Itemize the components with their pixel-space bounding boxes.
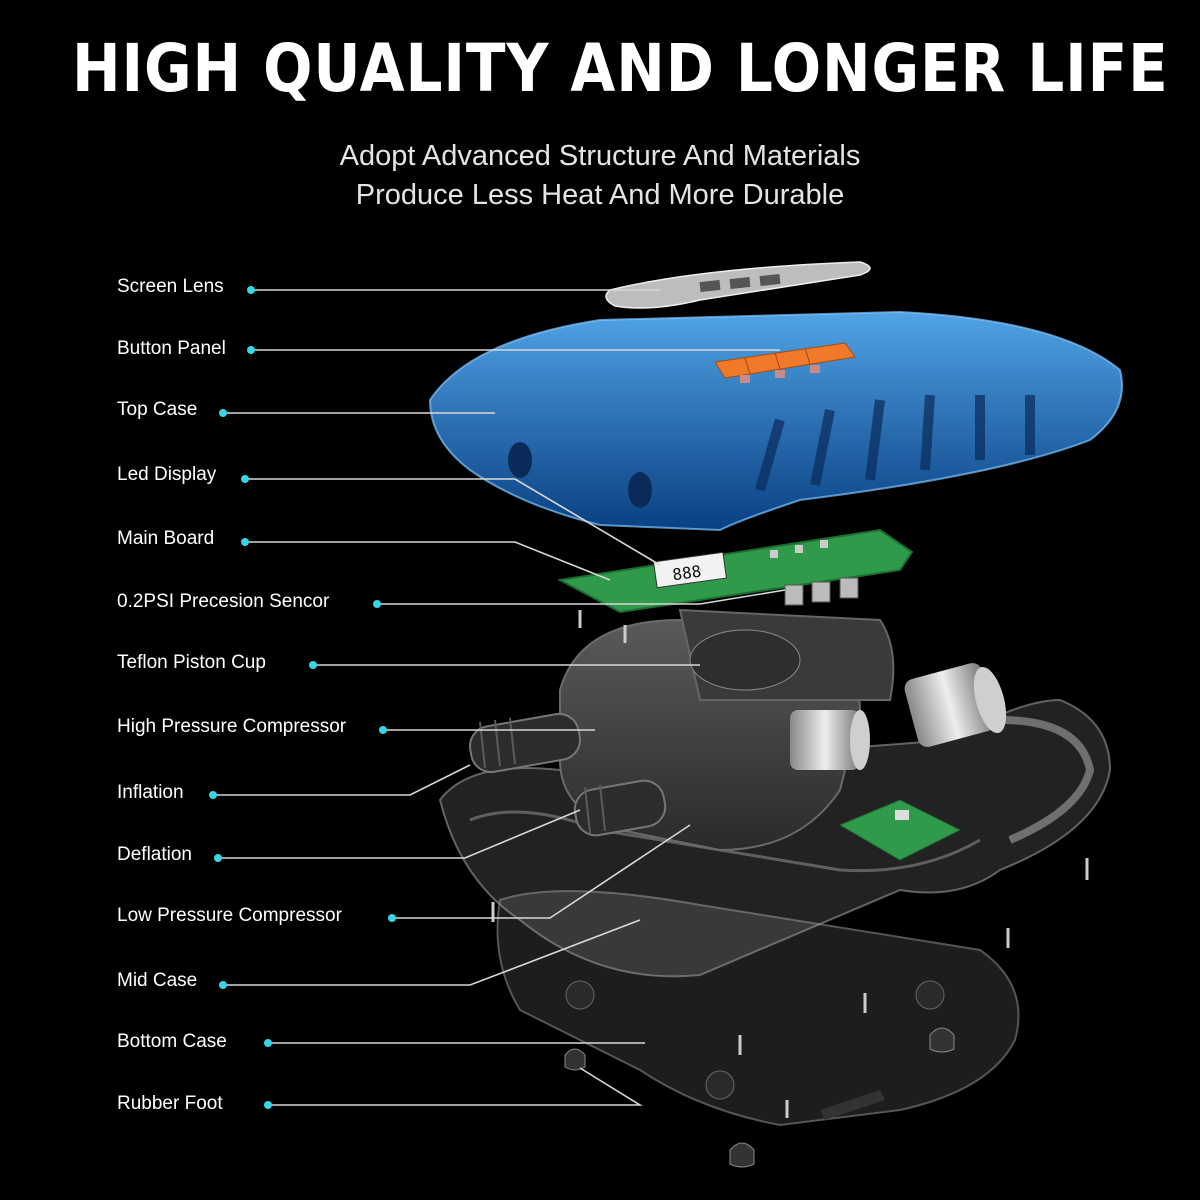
page-title: HIGH QUALITY AND LONGER LIFE	[72, 30, 1169, 107]
label-led-display: Led Display	[117, 464, 217, 485]
subtitle-line-1: Adopt Advanced Structure And Materials	[339, 140, 861, 172]
leader-dots	[209, 286, 396, 1109]
bottom-case-part	[496, 890, 1020, 1127]
label-teflon-piston-cup: Teflon Piston Cup	[117, 652, 266, 673]
subtitle-line-2: Produce Less Heat And More Durable	[355, 179, 845, 211]
screws-part	[491, 610, 1089, 1118]
label-inflation: Inflation	[117, 782, 184, 803]
label-top-case: Top Case	[117, 399, 198, 420]
top-case-part	[428, 310, 1123, 532]
main-board-part: 888	[556, 528, 914, 614]
leader-lines	[213, 289, 786, 1106]
button-panel-part	[714, 342, 856, 383]
label-screen-lens: Screen Lens	[117, 276, 224, 297]
small-pcb-part	[838, 799, 962, 861]
label-high-pressure-compressor: High Pressure Compressor	[117, 716, 347, 737]
label-button-panel: Button Panel	[117, 338, 226, 359]
compressor-assembly-part	[469, 608, 1007, 852]
label-precision-sensor: 0.2PSI Precesion Sencor	[117, 591, 330, 612]
label-mid-case: Mid Case	[117, 970, 198, 991]
label-rubber-foot: Rubber Foot	[117, 1093, 223, 1114]
screen-lens-part	[605, 261, 871, 309]
label-main-board: Main Board	[117, 528, 215, 549]
label-low-pressure-compressor: Low Pressure Compressor	[117, 905, 342, 926]
label-deflation: Deflation	[117, 844, 192, 865]
rubber-foot-part	[564, 1027, 955, 1168]
svg-text:888: 888	[671, 562, 702, 585]
label-bottom-case: Bottom Case	[117, 1031, 227, 1052]
